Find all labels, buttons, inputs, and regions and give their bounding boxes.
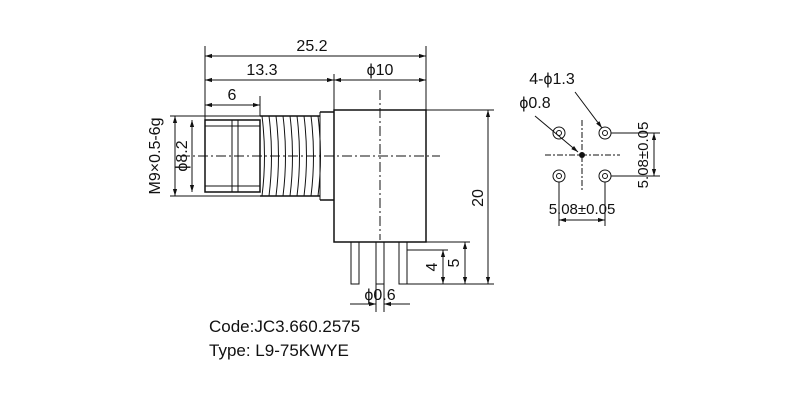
hole-spec-label: 4-ϕ1.3 bbox=[529, 71, 575, 88]
part-code: Code:JC3.660.2575 bbox=[209, 317, 361, 336]
dim-thread-length: 13.3 bbox=[246, 62, 277, 79]
dim-nut-length: 6 bbox=[228, 87, 237, 104]
hole-pattern: 4-ϕ1.3 ϕ0.8 5.08±0.05 5.08±0.05 bbox=[519, 71, 660, 226]
dim-height: 20 bbox=[470, 189, 487, 207]
dim-thread-spec: M9×0.5-6g bbox=[147, 118, 164, 195]
pins bbox=[350, 241, 408, 285]
dim-pin-length-5: 5 bbox=[446, 258, 463, 267]
center-hole-label: ϕ0.8 bbox=[519, 95, 550, 112]
dim-pin-length-4: 4 bbox=[424, 262, 441, 271]
dim-nut-diameter: ϕ8.2 bbox=[174, 140, 191, 171]
dim-body-diameter: ϕ10 bbox=[367, 62, 394, 79]
dimensions-side-view: 25.2 13.3 ϕ10 6 M9×0.5-6g ϕ8.2 20 4 5 bbox=[147, 38, 494, 312]
dim-overall-length: 25.2 bbox=[296, 38, 327, 55]
part-type: Type: L9-75KWYE bbox=[209, 341, 349, 360]
connector-side-view bbox=[180, 90, 440, 285]
dim-pin-diameter: ϕ0.6 bbox=[364, 287, 395, 304]
pitch-vertical-label: 5.08±0.05 bbox=[635, 122, 652, 189]
pitch-horizontal-label: 5.08±0.05 bbox=[549, 201, 616, 218]
